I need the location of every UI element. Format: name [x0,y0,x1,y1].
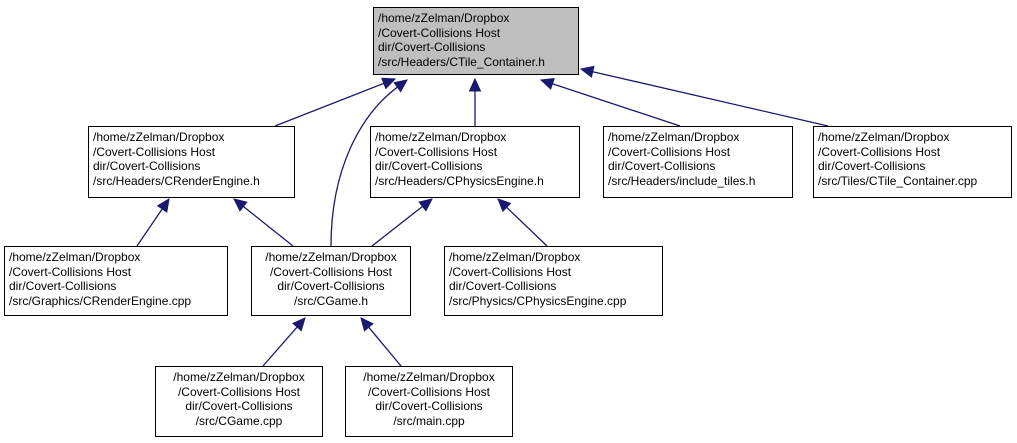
node-line: /src/Headers/CPhysicsEngine.h [375,173,544,188]
edge-cgame_h-to-cphysicsengine_h [371,205,423,247]
node-line: /home/zZelman/Dropbox [818,130,950,144]
edge-arrowhead [233,198,248,212]
node-line: dir/Covert-Collisions [185,399,293,413]
node-line: dir/Covert-Collisions [375,399,483,413]
node-line: dir/Covert-Collisions [9,279,117,293]
node-line: dir/Covert-Collisions [277,279,385,293]
node-main-cpp[interactable]: /home/zZelman/Dropbox /Covert-Collisions… [345,366,513,437]
node-line: /Covert-Collisions Host [378,25,501,40]
node-line: /home/zZelman/Dropbox [9,250,141,264]
node-line: /home/zZelman/Dropbox [93,130,225,144]
edge-main_cpp-to-cgame_h [368,326,402,367]
node-crenderengine-cpp[interactable]: /home/zZelman/Dropbox /Covert-Collisions… [4,246,228,316]
node-line: /src/CGame.h [293,293,368,308]
node-line: /Covert-Collisions Host [818,144,941,159]
edge-arrowhead [292,317,306,332]
edge-arrowhead [539,77,555,90]
node-line: /src/CGame.cpp [195,413,283,428]
node-line: /Covert-Collisions Host [93,144,216,159]
node-line: /home/zZelman/Dropbox [378,11,510,25]
node-line: /src/Graphics/CRenderEngine.cpp [9,293,192,308]
node-cphysicsengine-cpp[interactable]: /home/zZelman/Dropbox /Covert-Collisions… [444,246,663,316]
node-line: /Covert-Collisions Host [367,384,491,399]
edge-arrowhead [360,317,374,332]
edge-arrowhead [579,65,595,78]
node-line: /home/zZelman/Dropbox [608,130,740,144]
node-line: /home/zZelman/Dropbox [173,370,305,384]
edge-arrowhead [468,77,482,92]
edge-cgame_cpp-to-cgame_h [262,326,298,367]
node-line: /src/main.cpp [393,413,465,428]
node-ctile-container-h[interactable]: /home/zZelman/Dropbox /Covert-Collisions… [373,7,579,75]
node-line: /Covert-Collisions Host [608,144,731,159]
node-line: /Covert-Collisions Host [177,384,301,399]
node-cphysicsengine-h[interactable]: /home/zZelman/Dropbox /Covert-Collisions… [370,126,580,198]
node-crenderengine-h[interactable]: /home/zZelman/Dropbox /Covert-Collisions… [88,126,295,198]
node-line: dir/Covert-Collisions [608,159,716,173]
edge-arrowhead [156,198,170,213]
edge-crenderengine_h-to-root [274,82,385,127]
node-ctile-container-cpp[interactable]: /home/zZelman/Dropbox /Covert-Collisions… [813,126,1012,198]
node-line: /home/zZelman/Dropbox [375,130,507,144]
edge-ctile_container_cpp-to-root [592,71,829,127]
edge-arrowhead [381,77,397,90]
edge-cgame_h-to-root [330,86,398,247]
node-cgame-h[interactable]: /home/zZelman/Dropbox /Covert-Collisions… [251,246,411,316]
node-line: /home/zZelman/Dropbox [363,370,495,384]
node-line: dir/Covert-Collisions [375,159,483,173]
edge-arrowhead [418,198,433,212]
node-line: /src/Physics/CPhysicsEngine.cpp [449,293,627,308]
node-line: dir/Covert-Collisions [378,40,486,54]
edge-arrowhead [497,198,512,213]
edge-crenderengine_cpp-to-crenderengine_h [136,208,163,247]
edge-cgame_h-to-crenderengine_h [242,205,294,247]
node-line: /Covert-Collisions Host [375,144,498,159]
node-line: dir/Covert-Collisions [449,279,557,293]
node-line: dir/Covert-Collisions [93,159,201,173]
edge-include_tiles_h-to-root [552,83,681,127]
node-line: /Covert-Collisions Host [269,264,393,279]
node-cgame-cpp[interactable]: /home/zZelman/Dropbox /Covert-Collisions… [155,366,323,437]
edge-cphysicsengine_cpp-to-cphysicsengine_h [506,206,548,247]
node-line: /src/Headers/CRenderEngine.h [93,173,260,188]
node-line: /Covert-Collisions Host [9,264,132,279]
node-include-tiles-h[interactable]: /home/zZelman/Dropbox /Covert-Collisions… [603,126,793,198]
node-line: dir/Covert-Collisions [818,159,926,173]
node-line: /src/Headers/CTile_Container.h [378,54,545,69]
node-line: /Covert-Collisions Host [449,264,572,279]
node-line: /src/Tiles/CTile_Container.cpp [818,173,978,188]
node-line: /home/zZelman/Dropbox [265,250,397,264]
node-line: /home/zZelman/Dropbox [449,250,581,264]
edge-arrowhead [393,79,408,93]
node-line: /src/Headers/include_tiles.h [608,173,756,188]
